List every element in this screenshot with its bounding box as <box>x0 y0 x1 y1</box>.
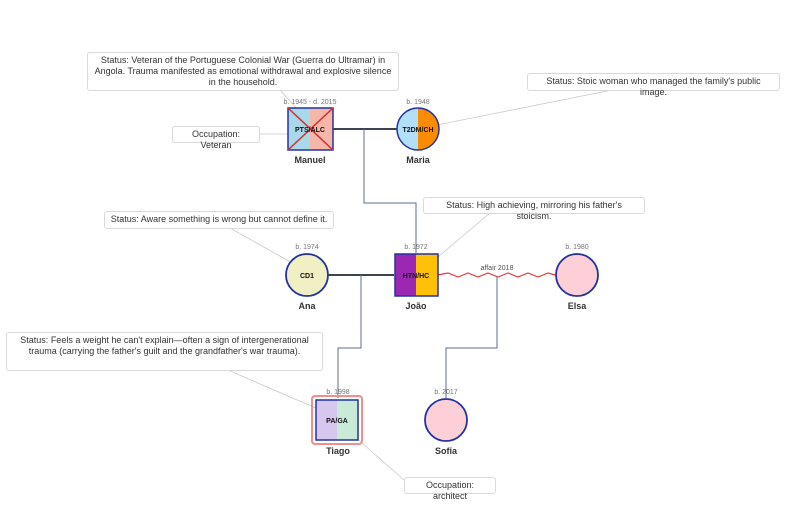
tiago-symbol-right <box>337 400 358 440</box>
joao-symbol-left <box>395 254 416 296</box>
name-joao: João <box>405 301 427 311</box>
connector-ana-status <box>229 227 295 265</box>
note-manuel-occupation: Occupation: Veteran <box>172 126 260 150</box>
connector-tiago-status <box>227 369 319 410</box>
maria-symbol-border <box>396 107 440 151</box>
note-tiago-status: Status: Feels a weight he can't explain—… <box>6 332 323 371</box>
ana-symbol <box>285 253 329 297</box>
person-tiago[interactable]: b. 1998 PA/GA Tiago <box>311 389 363 456</box>
birth-label-elsa: b. 1980 <box>565 244 588 251</box>
joao-symbol-border <box>394 253 439 297</box>
name-elsa: Elsa <box>568 301 588 311</box>
tiago-halo <box>311 395 363 445</box>
connector-maria-status <box>431 89 613 127</box>
affair-line-joao-elsa <box>437 272 556 278</box>
joao-symbol-right <box>416 254 438 296</box>
child-line-tiago <box>337 275 362 398</box>
birth-label-ana: b. 1974 <box>295 244 318 251</box>
note-tiago-occupation: Occupation: architect <box>404 477 496 501</box>
manuel-symbol-left <box>288 108 310 150</box>
code-ana: CD1 <box>300 273 314 280</box>
note-connectors <box>227 89 613 481</box>
deceased-cross-b <box>287 107 334 151</box>
name-maria: Maria <box>406 155 431 165</box>
sofia-symbol <box>424 398 468 442</box>
note-maria-status: Status: Stoic woman who managed the fami… <box>527 73 780 97</box>
note-joao-status: Status: High achieving, mirroring his fa… <box>423 197 645 221</box>
tiago-symbol-border <box>315 399 359 441</box>
person-manuel[interactable]: b. 1945 - d. 2015 PTS/ALC Manuel <box>284 99 337 165</box>
birth-label-sofia: b. 2017 <box>434 389 457 396</box>
manuel-symbol-border <box>287 107 334 151</box>
maria-symbol-right <box>418 108 439 150</box>
code-manuel: PTS/ALC <box>295 127 325 134</box>
name-ana: Ana <box>298 301 316 311</box>
birth-label-joao: b. 1972 <box>404 244 427 251</box>
birth-label-manuel: b. 1945 - d. 2015 <box>284 99 337 106</box>
relationship-lines: affair 2018 <box>328 128 556 398</box>
note-ana-status: Status: Aware something is wrong but can… <box>104 211 334 229</box>
person-joao[interactable]: b. 1972 HTN/HC João <box>394 244 439 311</box>
maria-symbol-left <box>397 108 418 150</box>
code-joao: HTN/HC <box>403 273 429 280</box>
name-tiago: Tiago <box>326 446 350 456</box>
manuel-symbol-right <box>310 108 333 150</box>
child-line-sofia <box>445 276 498 398</box>
note-manuel-status: Status: Veteran of the Portuguese Coloni… <box>87 52 399 91</box>
affair-label: affair 2018 <box>481 265 514 272</box>
person-sofia[interactable]: b. 2017 Sofia <box>424 389 468 456</box>
code-tiago: PA/GA <box>326 418 348 425</box>
code-maria: T2DM/CH <box>402 127 433 134</box>
child-line-joao <box>363 129 417 253</box>
person-elsa[interactable]: b. 1980 Elsa <box>555 244 599 311</box>
elsa-symbol <box>555 253 599 297</box>
name-manuel: Manuel <box>294 155 325 165</box>
tiago-symbol-left <box>316 400 337 440</box>
birth-label-tiago: b. 1998 <box>326 389 349 396</box>
name-sofia: Sofia <box>435 446 458 456</box>
birth-label-maria: b. 1948 <box>406 99 429 106</box>
person-ana[interactable]: b. 1974 CD1 Ana <box>285 244 329 311</box>
person-maria[interactable]: b. 1948 T2DM/CH Maria <box>396 99 440 165</box>
connector-joao-status <box>431 212 491 263</box>
